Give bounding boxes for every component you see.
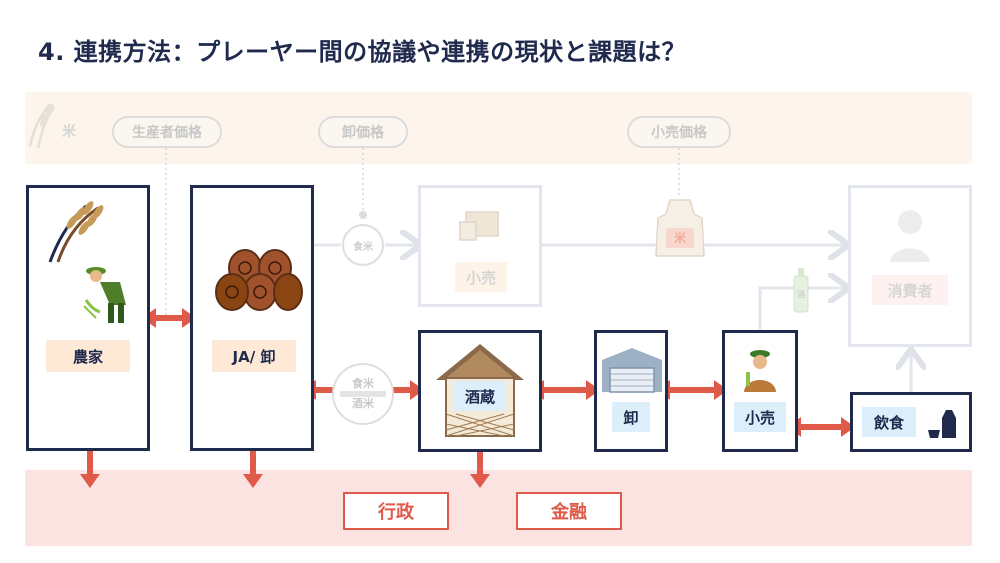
retail-price-pill: 小売価格 xyxy=(627,116,731,148)
farmer-box xyxy=(26,185,150,451)
brewery-label: 酒蔵 xyxy=(454,381,506,411)
restaurant-label: 飲食 xyxy=(862,407,916,437)
wholesale-price-dot xyxy=(359,211,367,219)
rice-bag-mark: 米 xyxy=(666,228,694,248)
ja-label: JA/ 卸 xyxy=(212,340,296,372)
retail-top-label: 小売 xyxy=(455,262,507,292)
food-rice-text: 食米 xyxy=(352,377,374,390)
flow-retail-bottom-to-consumer xyxy=(758,288,846,330)
rice-label: 米 xyxy=(62,124,76,140)
wholesale-label: 卸 xyxy=(612,402,650,432)
retail-bottom-label: 小売 xyxy=(734,402,786,432)
food-sake-rice-circle: 食米 酒米 xyxy=(332,363,394,425)
wholesale-price-pill: 卸価格 xyxy=(318,116,408,148)
finance-box: 金融 xyxy=(516,492,622,530)
farmer-label: 農家 xyxy=(46,340,130,372)
administration-box: 行政 xyxy=(343,492,449,530)
strip-mark xyxy=(340,391,386,397)
sake-bottle-mark: 酒 xyxy=(797,290,805,299)
food-rice-circle: 食米 xyxy=(342,224,384,266)
consumer-label: 消費者 xyxy=(872,275,948,305)
producer-price-pill: 生産者価格 xyxy=(112,116,222,148)
ja-box xyxy=(190,185,314,451)
page-title: 4. 連携方法：プレーヤー間の協議や連携の現状と課題は？ xyxy=(38,38,687,66)
bottom-band xyxy=(25,470,972,546)
sake-rice-text: 酒米 xyxy=(352,397,374,410)
